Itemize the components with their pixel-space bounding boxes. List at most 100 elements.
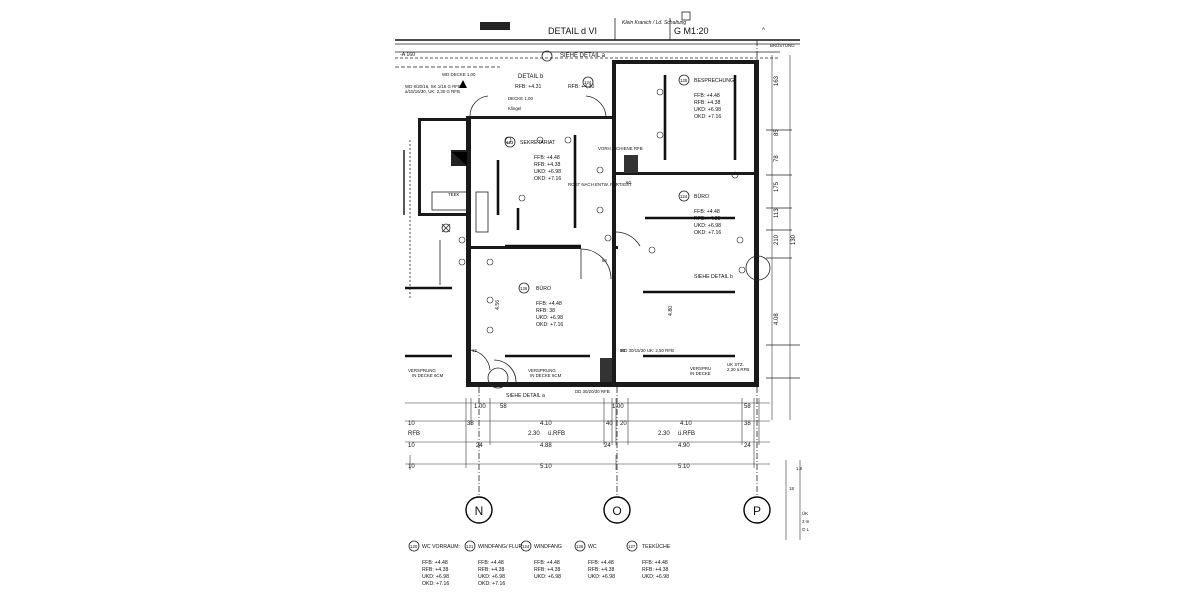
room-123: 123 SEKRETARIAT FFB: +4.48 RFB: +4.38 UK… bbox=[504, 136, 561, 182]
svg-text:ü.RFB: ü.RFB bbox=[548, 431, 565, 437]
svg-text:175: 175 bbox=[774, 181, 780, 192]
svg-text:124: 124 bbox=[680, 194, 688, 199]
room-name: BÜRO bbox=[694, 193, 709, 200]
svg-text:78: 78 bbox=[774, 155, 780, 162]
svg-text:2.30: 2.30 bbox=[528, 431, 540, 437]
svg-text:5.10: 5.10 bbox=[678, 464, 690, 470]
svg-text:WINDFANG/ FLUR: WINDFANG/ FLUR bbox=[478, 544, 523, 550]
detail-callout-a-bottom bbox=[487, 367, 509, 389]
grid-axes: N O P bbox=[465, 40, 771, 524]
svg-text:FFB: +4.48: FFB: +4.48 bbox=[534, 560, 560, 566]
detail-callout-a bbox=[541, 50, 553, 62]
outlet-markers bbox=[458, 88, 746, 334]
room-ffb: FFB: +4.48 bbox=[694, 93, 720, 99]
svg-text:VERSPRUNG: VERSPRUNG bbox=[408, 368, 436, 373]
room-rfb: RFB: +4.38 bbox=[694, 100, 720, 106]
room-rfb: RFB: +4.38 bbox=[694, 216, 720, 222]
svg-text:24: 24 bbox=[604, 443, 611, 449]
room-126: 126 BÜRO FFB: +4.48 RFB: 38 UKD: +6.98 O… bbox=[518, 282, 563, 328]
svg-text:4.10: 4.10 bbox=[680, 421, 692, 427]
siehe-detail-top: SIEHE DETAIL a bbox=[560, 53, 606, 59]
svg-text:ü.RFB: ü.RFB bbox=[678, 431, 695, 437]
svg-text:10: 10 bbox=[408, 421, 415, 427]
svg-text:RFB: +4.38: RFB: +4.38 bbox=[422, 567, 448, 573]
room-rfb: RFB: +4.38 bbox=[534, 162, 560, 168]
doors bbox=[469, 95, 641, 383]
svg-text:4.08: 4.08 bbox=[774, 313, 780, 325]
svg-text:FFB: +4.48: FFB: +4.48 bbox=[478, 560, 504, 566]
svg-text:UKD: +6.98: UKD: +6.98 bbox=[642, 574, 669, 580]
svg-text:VERSPRUNG: VERSPRUNG bbox=[528, 368, 556, 373]
room-okd: OKD: +7.16 bbox=[694, 230, 721, 236]
label-a160: -A 160 bbox=[400, 52, 415, 58]
svg-text:58: 58 bbox=[500, 404, 507, 410]
shaft-box bbox=[475, 191, 489, 233]
svg-text:4.80: 4.80 bbox=[668, 306, 674, 316]
svg-text:G L: G L bbox=[802, 527, 810, 532]
svg-text:38: 38 bbox=[467, 421, 474, 427]
svg-text:ROST NACH ENTW. FERTIGST.: ROST NACH ENTW. FERTIGST. bbox=[568, 182, 632, 187]
svg-text:4.10: 4.10 bbox=[540, 421, 552, 427]
left-partial-area bbox=[403, 140, 489, 300]
svg-text:RFB: +4.38: RFB: +4.38 bbox=[642, 567, 668, 573]
svg-text:ÜK: ÜK bbox=[802, 511, 808, 516]
svg-text:60: 60 bbox=[626, 180, 631, 185]
room-callout-124-top bbox=[582, 76, 594, 88]
wd-decke-label: WD DECKE 1,00 bbox=[442, 72, 476, 77]
svg-text:20: 20 bbox=[620, 421, 627, 427]
decke-note-1: WD 8/20/16, SK 1/16 G RFB bbox=[405, 84, 461, 89]
svg-text:TEEK: TEEK bbox=[448, 192, 460, 197]
svg-text:210: 210 bbox=[774, 234, 780, 245]
svg-text:2.30: 2.30 bbox=[658, 431, 670, 437]
walls bbox=[418, 60, 759, 387]
room-legend: 120 WC VORRAUM: FFB: +4.48 RFB: +4.38 UK… bbox=[408, 540, 671, 587]
legend-item: 120 WC VORRAUM: FFB: +4.48 RFB: +4.38 UK… bbox=[408, 540, 460, 587]
svg-text:1.00: 1.00 bbox=[612, 404, 624, 410]
svg-text:4.56: 4.56 bbox=[495, 300, 501, 310]
bottom-dimensions: 1.00 58 1.00 58 10 38 4.10 40 20 4.10 38… bbox=[405, 398, 810, 540]
hatch-block bbox=[480, 22, 510, 30]
svg-text:IN DECKE: IN DECKE bbox=[690, 371, 711, 376]
svg-text:113: 113 bbox=[774, 208, 780, 218]
svg-text:FFB: +4.48: FFB: +4.48 bbox=[588, 560, 614, 566]
svg-text:12: 12 bbox=[472, 348, 477, 353]
siehe-detail-a-bottom: SIEHE DETAIL a bbox=[506, 393, 545, 399]
decke-note-3: DECKE 1,00 bbox=[508, 96, 533, 101]
svg-text:N: N bbox=[475, 504, 484, 518]
room-okd: OKD: +7.16 bbox=[534, 176, 561, 182]
room-rfb: RFB: 38 bbox=[536, 308, 555, 314]
svg-text:OKD: +7.16: OKD: +7.16 bbox=[478, 581, 505, 587]
svg-text:18: 18 bbox=[789, 486, 794, 491]
svg-text:24: 24 bbox=[476, 443, 483, 449]
detail-b-label: DETAIL b bbox=[518, 74, 544, 80]
room-ffb: FFB: +4.48 bbox=[534, 155, 560, 161]
svg-text:58: 58 bbox=[744, 404, 751, 410]
svg-text:123: 123 bbox=[506, 140, 514, 145]
room-name: SEKRETARIAT bbox=[520, 140, 556, 146]
svg-text:1.8: 1.8 bbox=[796, 466, 803, 471]
svg-text:WC: WC bbox=[588, 544, 597, 550]
svg-text:FFB: +4.48: FFB: +4.48 bbox=[422, 560, 448, 566]
svg-text:UKD: +6.98: UKD: +6.98 bbox=[534, 574, 561, 580]
svg-text:121: 121 bbox=[466, 544, 474, 549]
decke-note-2: a/15/16/30, UK: 2,30 G RFB bbox=[405, 89, 460, 94]
axis-bubble-p: P bbox=[743, 496, 771, 524]
svg-text:DD 30/20/30 RFB: DD 30/20/30 RFB bbox=[575, 389, 610, 394]
svg-text:OKD: +7.16: OKD: +7.16 bbox=[422, 581, 449, 587]
legend-item: 121 WINDFANG/ FLUR FFB: +4.48 RFB: +4.38… bbox=[464, 540, 523, 587]
marker-box bbox=[681, 11, 691, 21]
svg-text:RFB: +4.38: RFB: +4.38 bbox=[534, 567, 560, 573]
svg-text:O: O bbox=[612, 504, 621, 518]
svg-text:2 m: 2 m bbox=[802, 519, 810, 524]
svg-text:126: 126 bbox=[520, 286, 528, 291]
brustung-label: BRÜSTUNG bbox=[770, 43, 795, 48]
room-ukd: UKD: +6.98 bbox=[534, 169, 561, 175]
svg-text:125: 125 bbox=[680, 78, 688, 83]
svg-text:WD 30/15/30 UK: 2,50 RFB: WD 30/15/30 UK: 2,50 RFB bbox=[620, 348, 674, 353]
axis-bubble-o: O bbox=[603, 496, 631, 524]
room-125: 125 BESPRECHUNG FFB: +4.48 RFB: +4.38 UK… bbox=[678, 74, 734, 120]
svg-text:TEEKÜCHE: TEEKÜCHE bbox=[642, 543, 671, 550]
svg-text:4.88: 4.88 bbox=[540, 443, 552, 449]
column-hatch-3 bbox=[600, 358, 612, 382]
north-triangle bbox=[459, 80, 467, 88]
